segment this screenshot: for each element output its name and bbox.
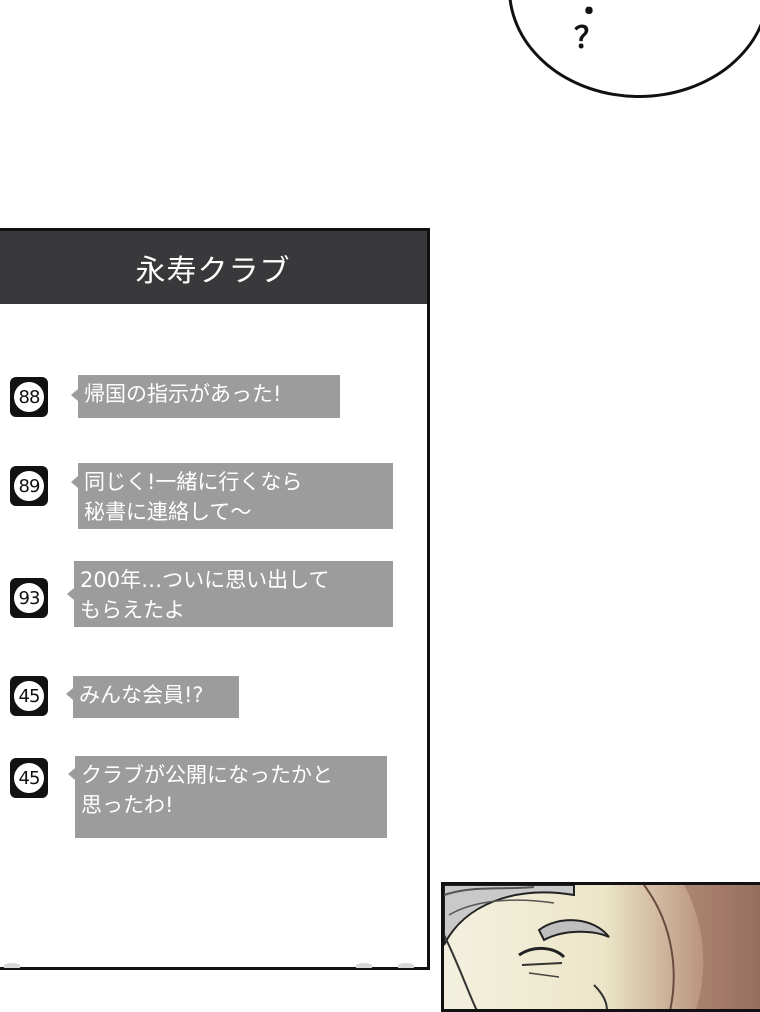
- message-bubble: みんな会員!?: [73, 676, 239, 718]
- face-illustration: [444, 885, 760, 1009]
- speech-bubble: [508, 0, 760, 98]
- message-bubble: 200年…ついに思い出して もらえたよ: [74, 561, 393, 627]
- bubble-tail: [71, 476, 78, 488]
- bubble-tail: [66, 688, 73, 700]
- age-badge-icon: 45: [10, 676, 48, 716]
- chat-title: 永寿クラブ: [135, 253, 291, 289]
- age-label: 89: [13, 470, 45, 502]
- decorative-dot: [4, 963, 20, 968]
- manga-panel: [441, 882, 760, 1012]
- age-badge-icon: 45: [10, 758, 48, 798]
- age-badge-icon: 88: [10, 377, 48, 417]
- age-badge-icon: 93: [10, 578, 48, 618]
- age-label: 45: [13, 680, 45, 712]
- bubble-tail: [68, 768, 75, 780]
- age-label: 88: [13, 381, 45, 413]
- decorative-dot: [398, 963, 414, 968]
- age-label: 45: [13, 762, 45, 794]
- chat-header: 永寿クラブ: [0, 231, 427, 304]
- speech-bubble-text: ・ ？: [574, 0, 604, 56]
- bubble-tail: [67, 588, 74, 600]
- message-bubble: 帰国の指示があった!: [78, 375, 340, 418]
- age-label: 93: [13, 582, 45, 614]
- decorative-dot: [356, 963, 372, 968]
- message-bubble: クラブが公開になったかと 思ったわ!: [75, 756, 387, 838]
- bubble-tail: [71, 389, 78, 401]
- age-badge-icon: 89: [10, 466, 48, 506]
- message-bubble: 同じく!一緒に行くなら 秘書に連絡して〜: [78, 463, 393, 529]
